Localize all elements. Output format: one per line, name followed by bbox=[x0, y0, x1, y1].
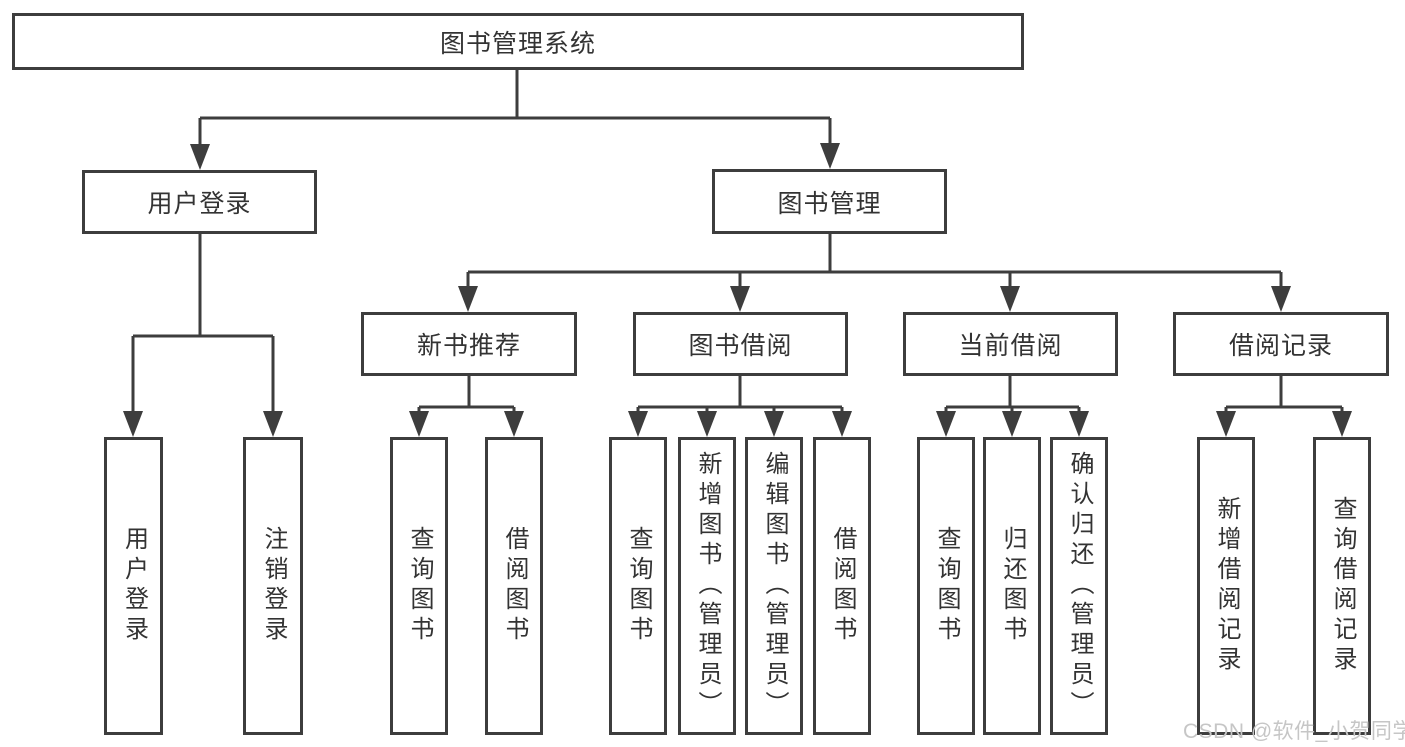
node-leaf-query-books-recommend-label: 查询图书 bbox=[406, 526, 433, 646]
node-leaf-query-books-recommend: 查询图书 bbox=[390, 437, 448, 735]
node-leaf-borrow-books-recommend: 借阅图书 bbox=[485, 437, 543, 735]
arrowheads bbox=[123, 143, 1352, 437]
node-leaf-add-book-admin-label: 新增图书（管理员） bbox=[694, 451, 721, 721]
node-leaf-logout: 注销登录 bbox=[243, 437, 303, 735]
node-leaf-borrow-books-recommend-label: 借阅图书 bbox=[501, 526, 528, 646]
node-leaf-confirm-return-admin: 确认归还（管理员） bbox=[1050, 437, 1108, 735]
node-user-login-label: 用户登录 bbox=[147, 190, 252, 218]
node-leaf-confirm-return-admin-label: 确认归还（管理员） bbox=[1066, 451, 1093, 721]
node-library-system-label: 图书管理系统 bbox=[439, 29, 596, 58]
node-leaf-query-books-borrow-label: 查询图书 bbox=[625, 526, 652, 646]
node-book-management: 图书管理 bbox=[712, 169, 947, 234]
node-library-system: 图书管理系统 bbox=[12, 13, 1024, 70]
node-leaf-query-borrow-record: 查询借阅记录 bbox=[1313, 437, 1371, 735]
node-borrow-records: 借阅记录 bbox=[1173, 312, 1389, 376]
node-new-book-recommend: 新书推荐 bbox=[361, 312, 577, 376]
node-leaf-query-books-current-label: 查询图书 bbox=[933, 526, 960, 646]
node-current-borrow: 当前借阅 bbox=[903, 312, 1118, 376]
node-current-borrow-label: 当前借阅 bbox=[958, 332, 1063, 360]
node-leaf-return-books: 归还图书 bbox=[983, 437, 1041, 735]
node-leaf-user-login: 用户登录 bbox=[104, 437, 163, 735]
node-book-borrow-label: 图书借阅 bbox=[688, 332, 793, 360]
node-leaf-borrow-books: 借阅图书 bbox=[813, 437, 871, 735]
node-leaf-borrow-books-label: 借阅图书 bbox=[829, 526, 856, 646]
node-borrow-records-label: 借阅记录 bbox=[1228, 332, 1333, 360]
node-leaf-add-borrow-record-label: 新增借阅记录 bbox=[1213, 496, 1240, 676]
node-user-login: 用户登录 bbox=[82, 170, 317, 234]
node-leaf-logout-label: 注销登录 bbox=[260, 526, 287, 646]
node-leaf-query-books-current: 查询图书 bbox=[917, 437, 975, 735]
node-new-book-recommend-label: 新书推荐 bbox=[416, 332, 521, 360]
node-leaf-query-books-borrow: 查询图书 bbox=[609, 437, 667, 735]
csdn-watermark: CSDN @软件_小贺同学 bbox=[1183, 720, 1405, 743]
node-leaf-query-borrow-record-label: 查询借阅记录 bbox=[1329, 496, 1356, 676]
node-leaf-edit-book-admin-label: 编辑图书（管理员） bbox=[761, 451, 788, 721]
node-leaf-add-borrow-record: 新增借阅记录 bbox=[1197, 437, 1255, 735]
node-book-management-label: 图书管理 bbox=[777, 189, 882, 218]
node-leaf-add-book-admin: 新增图书（管理员） bbox=[678, 437, 736, 735]
node-book-borrow: 图书借阅 bbox=[633, 312, 848, 376]
node-leaf-return-books-label: 归还图书 bbox=[999, 526, 1026, 646]
node-leaf-edit-book-admin: 编辑图书（管理员） bbox=[745, 437, 803, 735]
node-leaf-user-login-label: 用户登录 bbox=[120, 526, 148, 646]
